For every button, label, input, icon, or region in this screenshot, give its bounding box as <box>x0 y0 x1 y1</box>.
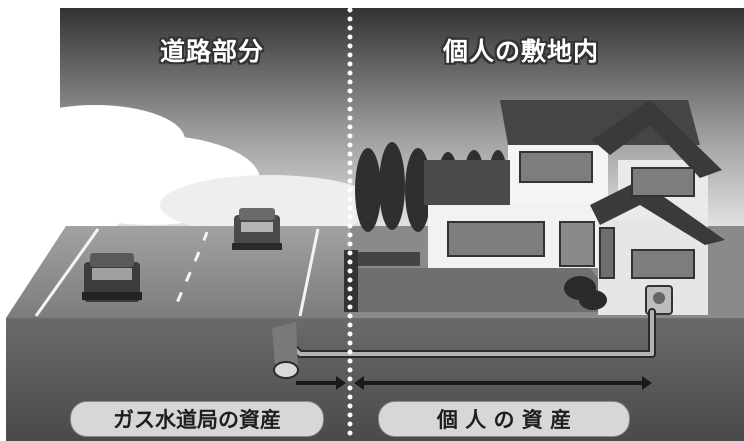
private-property-label: 個人の敷地内 <box>443 37 600 66</box>
fence-top <box>358 252 420 266</box>
bureau-extent-arrow <box>296 376 346 390</box>
car-far <box>232 208 282 250</box>
shrubs <box>564 276 607 310</box>
lane-markings <box>34 228 320 317</box>
gas-main <box>272 322 299 379</box>
road-surface <box>6 226 350 318</box>
gas-meter-icon <box>645 285 673 315</box>
house <box>424 100 725 315</box>
individual-extent-arrow <box>354 376 652 390</box>
private-asset-label: 個 人 の 資 産 <box>378 401 630 437</box>
road-area-label: 道路部分 <box>160 37 265 66</box>
car-near <box>82 253 142 302</box>
clouds <box>0 105 380 240</box>
garden-bed <box>358 268 625 312</box>
gas-bureau-asset-label: ガス水道局の資産 <box>70 401 324 437</box>
